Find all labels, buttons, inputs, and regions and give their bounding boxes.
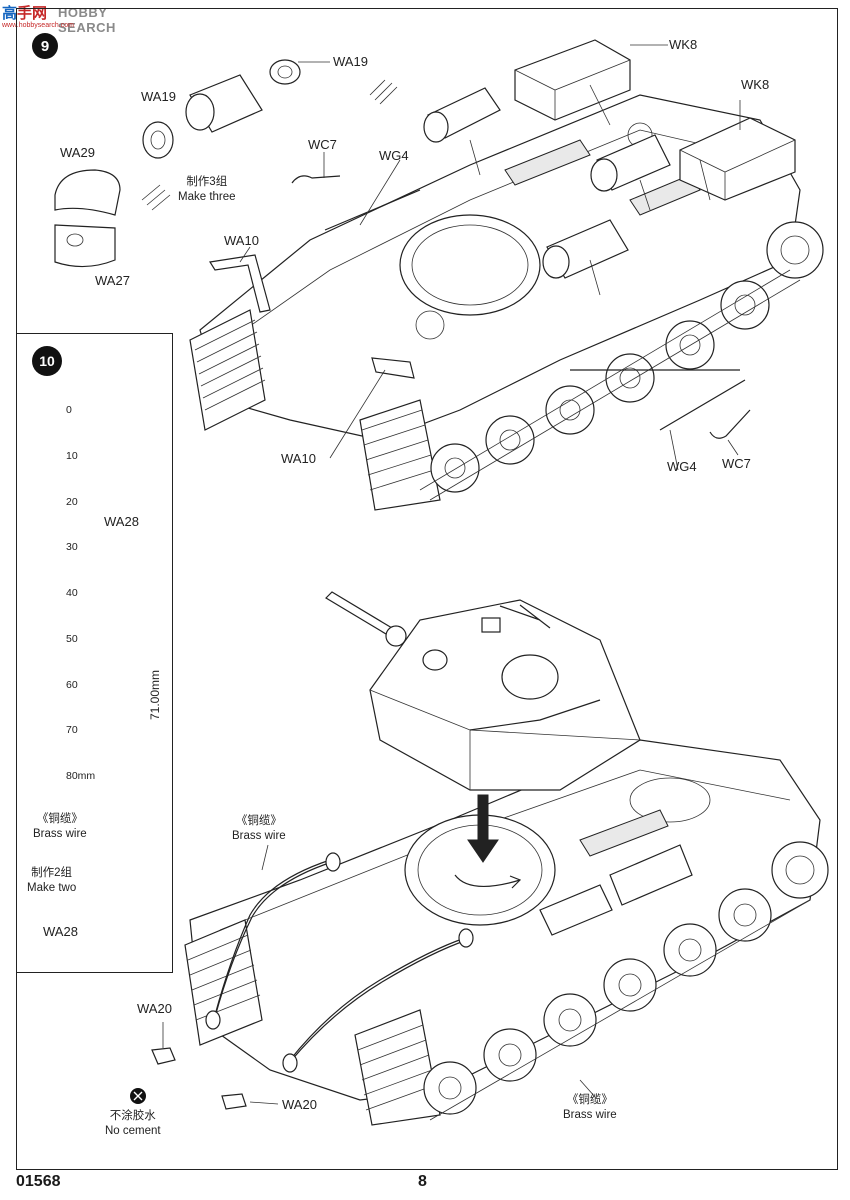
lower-tank-drawing	[130, 591, 829, 1126]
note-brass-wire-left: 《铜缆》 Brass wire	[232, 815, 286, 842]
wa19-parts	[142, 59, 301, 159]
kit-number: 01568	[16, 1173, 61, 1190]
step-10-badge: 10	[32, 346, 62, 376]
label-wa19-right: WA19	[333, 54, 368, 69]
label-wc7-top: WC7	[308, 137, 337, 152]
upper-tank-drawing	[189, 39, 824, 511]
label-wa28-bottom: WA28	[43, 924, 78, 939]
ruler-tick-label: 50	[66, 632, 78, 645]
note-make-three: 制作3组 Make three	[178, 176, 236, 203]
label-wa28-top: WA28	[104, 514, 139, 529]
ruler-tick-label: 30	[66, 541, 78, 554]
label-wc7-bottom: WC7	[722, 456, 751, 471]
ruler-tick-label: 70	[66, 724, 78, 737]
ruler-tick-label: 10	[66, 449, 78, 462]
label-wire-length: 71.00mm	[148, 669, 162, 720]
label-wa10-left: WA10	[224, 233, 259, 248]
ruler-tick-label: 60	[66, 678, 78, 691]
ruler-tick-label: 40	[66, 587, 78, 599]
label-wg4-top: WG4	[379, 148, 409, 163]
label-wk8-top: WK8	[669, 37, 698, 52]
label-wa19-left: WA19	[141, 89, 176, 104]
watermark-url: www.hobbysearch.com	[2, 22, 74, 29]
wa29-wa27-parts	[54, 169, 121, 268]
label-wa29: WA29	[60, 145, 95, 160]
shading-marks	[141, 79, 398, 211]
label-wk8-right: WK8	[741, 77, 770, 92]
step-9-badge: 9	[32, 33, 58, 59]
label-wg4-bottom: WG4	[667, 459, 697, 474]
label-wa20-bottom: WA20	[282, 1097, 317, 1112]
note-brass-wire-right: 《铜缆》 Brass wire	[563, 1094, 617, 1121]
label-wa10-bottom: WA10	[281, 451, 316, 466]
note-brass-wire-inset: 《铜缆》 Brass wire	[33, 813, 87, 840]
note-no-cement: 不涂胶水 No cement	[105, 1110, 161, 1137]
page-frame	[16, 8, 838, 1170]
label-wa20-top: WA20	[137, 1001, 172, 1016]
step-10-inset	[17, 333, 173, 973]
ruler-tick-label: 0	[66, 404, 72, 416]
page-number: 8	[418, 1173, 427, 1190]
ruler-tick-label: 80mm	[66, 770, 96, 782]
note-make-two: 制作2组 Make two	[27, 867, 77, 894]
ruler-tick-label: 20	[66, 495, 78, 508]
label-wa27: WA27	[95, 273, 130, 288]
